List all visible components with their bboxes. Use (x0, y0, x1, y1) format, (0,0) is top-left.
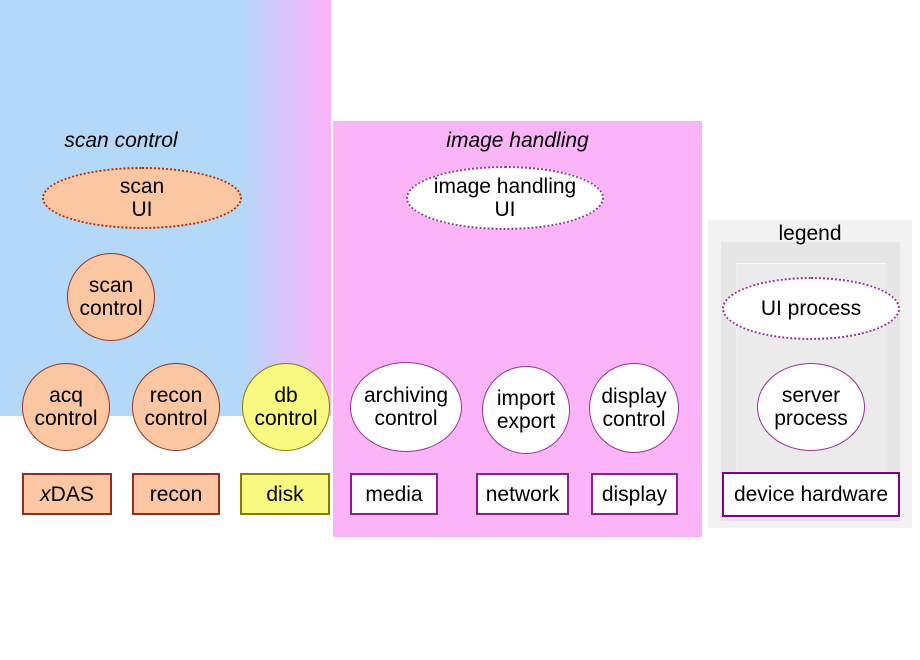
legend-ui-process-label: UI process (760, 297, 862, 320)
node-archiving-control-label: archiving control (363, 384, 449, 430)
node-scan-ui-label: scan UI (119, 175, 165, 221)
node-display-control-label: display control (601, 385, 667, 431)
hardware-display-label: display (601, 482, 668, 506)
node-db-control-label: db control (254, 384, 318, 430)
node-scan-control: scan control (67, 253, 155, 341)
node-acq-control-label: acq control (34, 384, 98, 430)
legend-title: legend (778, 222, 842, 245)
node-db-control: db control (242, 363, 330, 451)
node-acq-control: acq control (22, 363, 110, 451)
scan-control-region-title: scan control (64, 129, 178, 152)
legend-server-process: server process (757, 363, 865, 451)
node-scan-control-label: scan control (79, 274, 143, 320)
legend-ui-process: UI process (722, 277, 900, 340)
hardware-recon: recon (132, 473, 220, 515)
hardware-xdas-label: xDAS (40, 482, 94, 506)
node-recon-control-label: recon control (144, 384, 208, 430)
hardware-xdas: xDAS (22, 473, 112, 515)
hardware-display: display (591, 473, 678, 515)
legend-server-process-label: server process (774, 384, 848, 430)
hardware-recon-label: recon (149, 482, 203, 506)
hardware-disk-label: disk (266, 482, 304, 506)
hardware-media: media (350, 473, 438, 515)
node-scan-ui: scan UI (42, 167, 242, 229)
legend-device-hardware-label: device hardware (733, 483, 889, 506)
node-import-export-label: import export (496, 387, 556, 433)
hardware-disk: disk (240, 473, 330, 515)
node-image-handling-ui-label: image handling UI (433, 175, 577, 221)
node-display-control: display control (589, 363, 679, 453)
image-handling-region-title: image handling (446, 129, 589, 152)
hardware-media-label: media (365, 482, 423, 506)
node-archiving-control: archiving control (350, 362, 462, 452)
node-recon-control: recon control (132, 363, 220, 451)
node-image-handling-ui: image handling UI (406, 166, 604, 230)
node-import-export: import export (482, 366, 570, 454)
hardware-network-label: network (485, 482, 560, 506)
legend-device-hardware: device hardware (722, 472, 900, 517)
hardware-network: network (476, 473, 569, 515)
